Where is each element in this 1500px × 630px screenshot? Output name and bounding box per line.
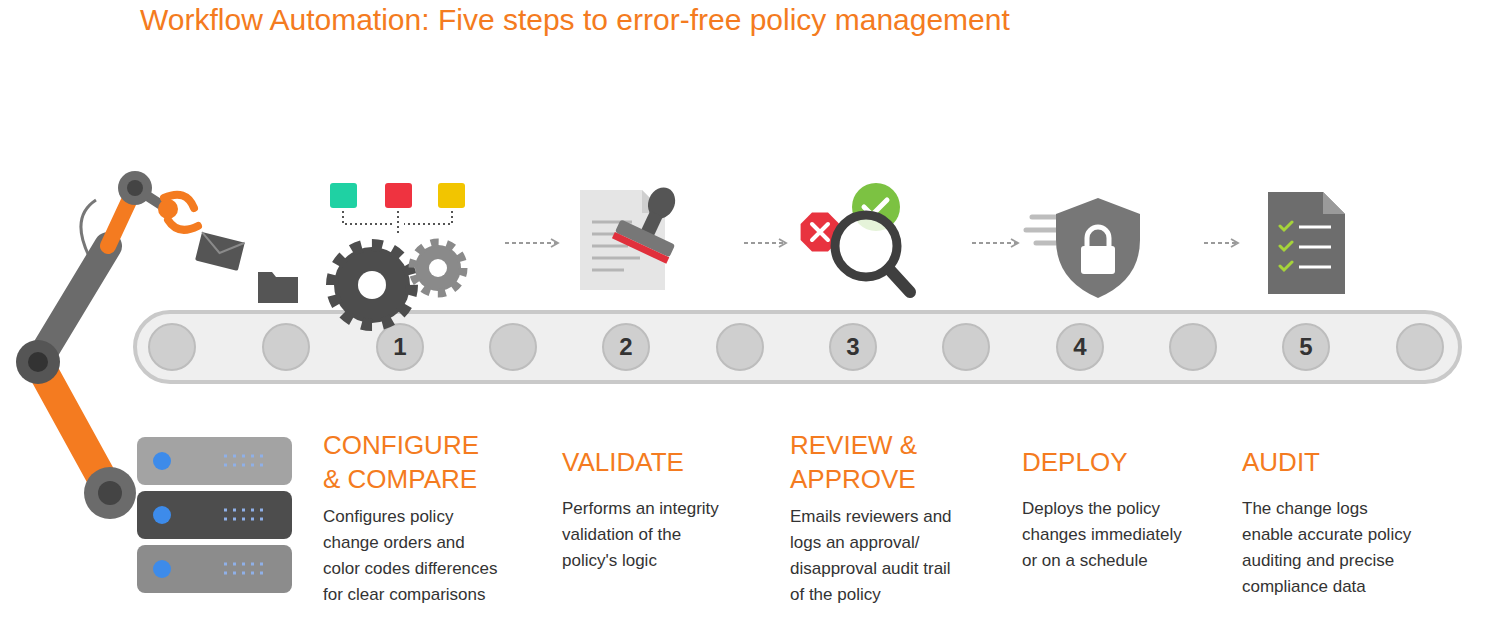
flow-arrow bbox=[972, 242, 1018, 244]
belt-roller bbox=[717, 324, 763, 370]
gear-teeth bbox=[332, 245, 412, 325]
belt-roller bbox=[943, 324, 989, 370]
color-swatch-icon bbox=[438, 183, 465, 208]
belt-roller bbox=[1283, 324, 1329, 370]
diagram-title: Workflow Automation: Five steps to error… bbox=[140, 2, 1010, 38]
arm-gripper bbox=[158, 199, 178, 219]
belt-roller bbox=[377, 324, 423, 370]
server-vent bbox=[224, 509, 268, 512]
step-heading: REVIEW & APPROVE bbox=[790, 428, 968, 496]
envelope-icon bbox=[195, 232, 245, 271]
belt-roller bbox=[1397, 324, 1443, 370]
step-description: Emails reviewers and logs an approval/ d… bbox=[790, 504, 968, 608]
callout-number: 1 bbox=[393, 334, 406, 360]
step-description: Configures policy change orders and colo… bbox=[323, 504, 501, 608]
server-vent bbox=[224, 572, 268, 575]
arm-joint bbox=[84, 467, 136, 519]
arm-joint bbox=[127, 180, 143, 196]
step-column: CONFIGURE & COMPARE Configures policy cha… bbox=[323, 180, 501, 608]
server-unit bbox=[137, 491, 292, 539]
step-column: VALIDATE Performs an integrity validation… bbox=[562, 180, 740, 574]
callout-number: 4 bbox=[1073, 334, 1086, 360]
envelope-body bbox=[195, 232, 245, 271]
belt-roller bbox=[149, 324, 195, 370]
callout-number: 3 bbox=[846, 334, 859, 360]
step-description: Deploys the policy changes immediately o… bbox=[1022, 496, 1200, 574]
server-light bbox=[153, 452, 171, 470]
stamp-ink bbox=[612, 232, 669, 264]
color-swatch-icon bbox=[385, 183, 412, 208]
step-heading: CONFIGURE & COMPARE bbox=[323, 428, 501, 496]
server-unit bbox=[137, 437, 292, 485]
step-column: DEPLOY Deploys the policy changes immedia… bbox=[1022, 180, 1200, 574]
belt-roller bbox=[830, 324, 876, 370]
conveyor-belt bbox=[135, 312, 1460, 382]
checklist-fold bbox=[1323, 192, 1345, 214]
belt-roller bbox=[490, 324, 536, 370]
belt-roller bbox=[263, 324, 309, 370]
shield-icon bbox=[1056, 198, 1140, 298]
arm-joint bbox=[28, 352, 48, 372]
arm-joint bbox=[98, 481, 122, 505]
step-heading: VALIDATE bbox=[562, 445, 740, 479]
stamp-icon bbox=[612, 176, 696, 264]
server-vent bbox=[224, 455, 268, 458]
server-vent bbox=[224, 518, 268, 521]
lock-shackle bbox=[1087, 227, 1109, 248]
arm-joint bbox=[118, 171, 152, 205]
flow-arrow bbox=[1204, 242, 1238, 244]
magnifier-handle bbox=[889, 269, 910, 292]
speed-lines bbox=[1026, 217, 1058, 243]
flow-arrow bbox=[505, 242, 558, 244]
checklist-lines bbox=[1299, 227, 1331, 267]
color-swatch-icon bbox=[330, 183, 357, 208]
server-vent bbox=[224, 464, 268, 467]
server-light bbox=[153, 560, 171, 578]
dotted-connector bbox=[343, 211, 452, 236]
step-description: Performs an integrity validation of the … bbox=[562, 496, 740, 574]
gear-hole bbox=[429, 259, 447, 277]
gear-hole bbox=[358, 271, 386, 299]
server-unit bbox=[137, 545, 292, 593]
envelope-flap bbox=[198, 232, 245, 258]
callout-number: 2 bbox=[619, 334, 632, 360]
server-light bbox=[153, 506, 171, 524]
callout-number: 5 bbox=[1299, 334, 1312, 360]
step-column: REVIEW & APPROVE Emails reviewers and log… bbox=[790, 180, 968, 608]
belt-roller bbox=[603, 324, 649, 370]
arm-joint bbox=[16, 340, 60, 384]
folder-icon bbox=[258, 272, 298, 303]
step-heading: AUDIT bbox=[1242, 445, 1420, 479]
flow-arrow bbox=[744, 242, 786, 244]
step-description: The change logs enable accurate policy a… bbox=[1242, 496, 1420, 600]
step-column: AUDIT The change logs enable accurate pol… bbox=[1242, 180, 1420, 600]
server-vent bbox=[224, 563, 268, 566]
checklist-icon bbox=[1268, 192, 1345, 294]
checklist-checks bbox=[1280, 222, 1292, 270]
reject-cross bbox=[812, 224, 828, 240]
step-heading: DEPLOY bbox=[1022, 445, 1200, 479]
belt-roller bbox=[1170, 324, 1216, 370]
gear-teeth bbox=[413, 243, 463, 293]
belt-roller bbox=[1057, 324, 1103, 370]
lock-body bbox=[1081, 246, 1115, 274]
